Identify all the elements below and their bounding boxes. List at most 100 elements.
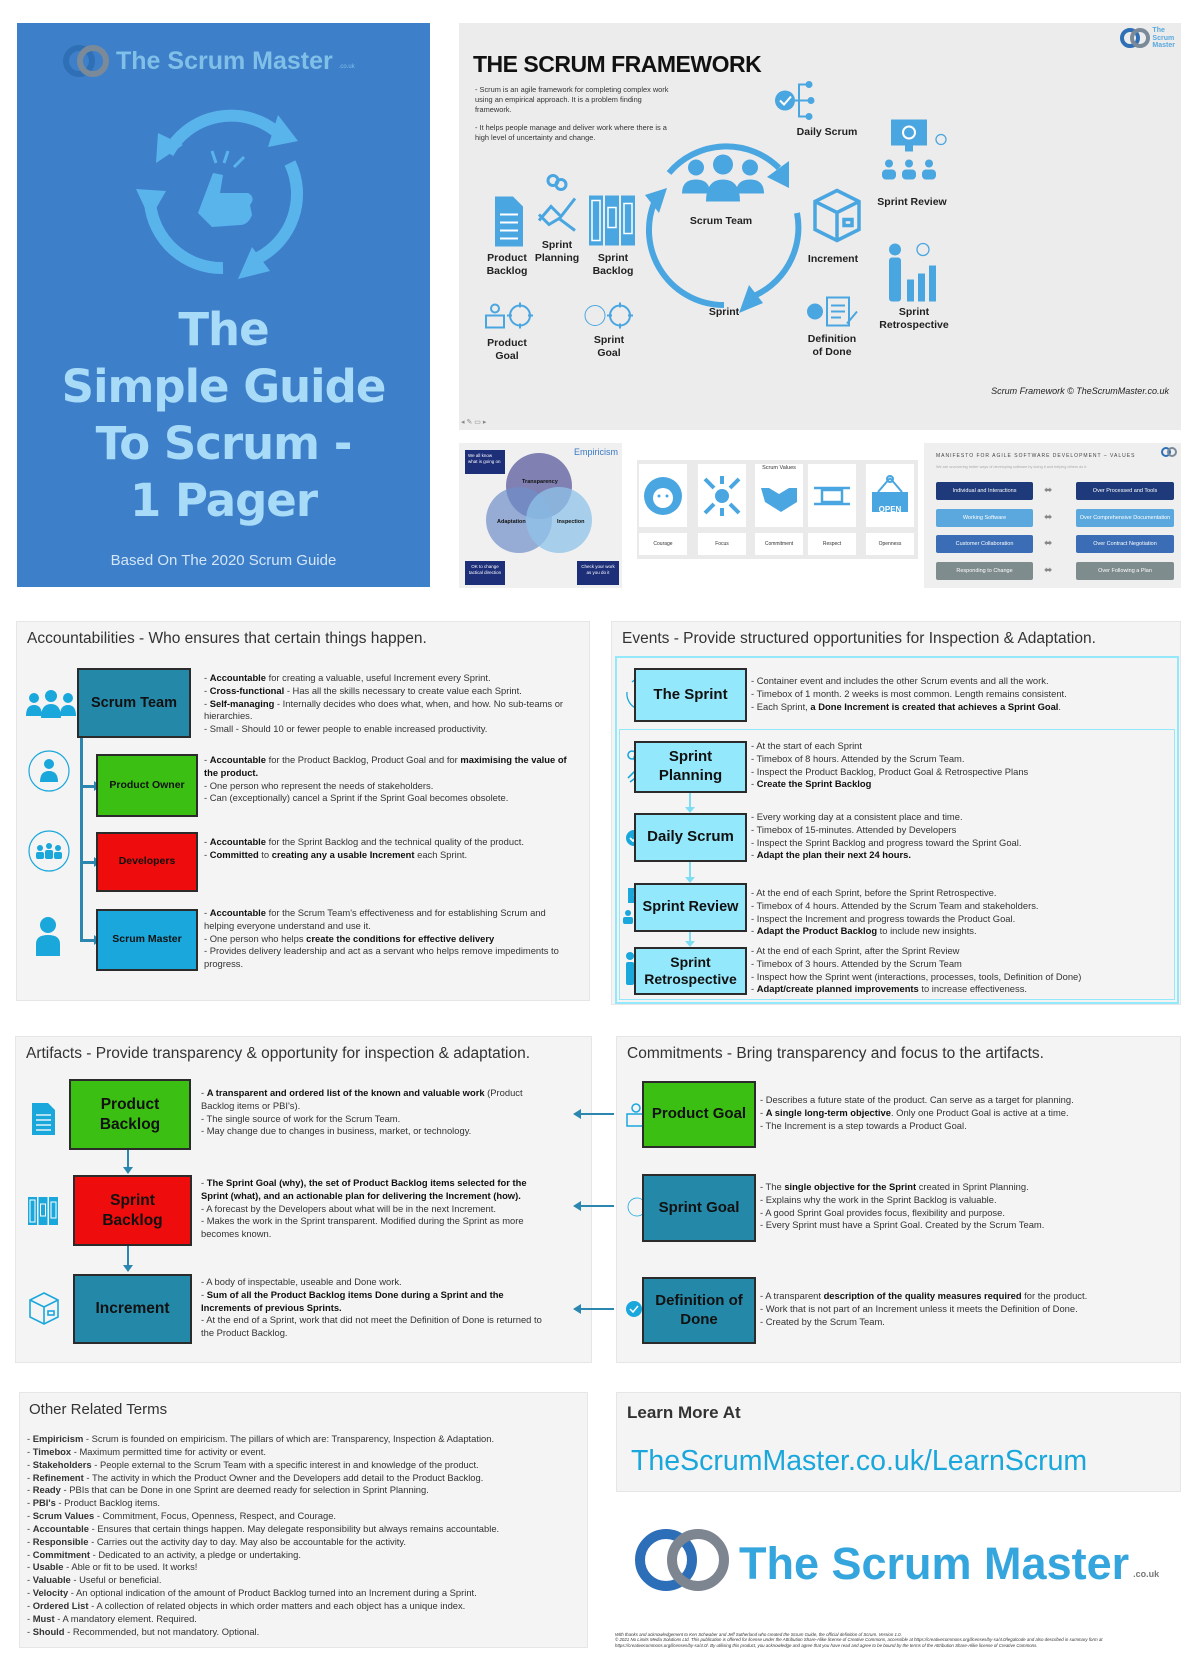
- manifesto-left-working-software: Working Software: [936, 508, 1033, 527]
- bullet-line: - Accountable for the Product Backlog, P…: [204, 754, 576, 780]
- text-segment: - A good Sprint Goal provides focus, fle…: [760, 1206, 1005, 1218]
- flow-arrow: [689, 793, 691, 808]
- connector-sprint-goal: [580, 1205, 614, 1207]
- text-segment: -: [204, 754, 210, 765]
- bold-text: Accountable: [209, 836, 266, 847]
- bullet-line: - Small - Should 10 or fewer people to e…: [204, 723, 576, 736]
- term-name: Refinement: [32, 1471, 84, 1483]
- box-scrum-master[interactable]: Scrum Master: [96, 909, 198, 971]
- term-dash: -: [27, 1535, 33, 1547]
- term-name: Velocity: [32, 1587, 69, 1599]
- note-transparency: We all know what is going on: [465, 450, 505, 474]
- double-arrow-icon: ⬌: [1044, 538, 1053, 549]
- box-sprint-review[interactable]: Sprint Review: [634, 883, 747, 932]
- term-sep: -: [89, 1522, 98, 1534]
- text-segment: . Only one Product Goal is active at a t…: [890, 1106, 1069, 1118]
- venn-transparency: Transparency: [522, 479, 558, 485]
- box-definition-of-done[interactable]: Definition of Done: [642, 1277, 756, 1344]
- text-segment: for the Sprint Backlog and the technical…: [266, 836, 524, 847]
- term-definition: Carries out the activity day to day. May…: [96, 1535, 407, 1547]
- term-dash: -: [27, 1471, 33, 1483]
- bullet-line: - Every Sprint must have a Sprint Goal. …: [760, 1219, 1175, 1232]
- term-definition: A mandatory element. Required.: [62, 1612, 197, 1624]
- product-goal-icon: [483, 302, 533, 335]
- box-product-backlog[interactable]: Product Backlog: [69, 1079, 191, 1150]
- bullet-line: - Provides delivery leadership and act a…: [204, 945, 576, 971]
- text-segment: to increase effectiveness.: [918, 983, 1027, 995]
- text-segment: - The: [760, 1181, 785, 1192]
- text-segment: - Timebox of 3 hours. Attended by the Sc…: [751, 957, 962, 969]
- text-segment: -: [201, 1288, 207, 1300]
- text-segment: -: [204, 907, 210, 918]
- term-item: - Commitment - Dedicated to an activity,…: [27, 1549, 582, 1562]
- text-segment: - Inspect how the Sprint went (interacti…: [751, 970, 1082, 982]
- venn-inspection: Inspection: [557, 519, 585, 525]
- text-segment: -: [201, 1177, 207, 1188]
- bullet-line: - Accountable for the Scrum Team's effec…: [204, 907, 576, 933]
- box-daily-scrum[interactable]: Daily Scrum: [634, 813, 747, 862]
- term-dash: -: [27, 1497, 33, 1509]
- box-sprint-backlog[interactable]: Sprint Backlog: [73, 1175, 192, 1246]
- bullet-line: - At the start of each Sprint: [751, 740, 1176, 753]
- manifesto-right-over-contract-negotiation: Over Contract Negotiation: [1076, 535, 1174, 553]
- double-arrow-icon: ⬌: [1044, 564, 1053, 576]
- term-item: - Should - Recommended, but not mandator…: [27, 1626, 582, 1639]
- cover-panel: The Scrum Master .co.uk The Simple Guide…: [17, 23, 430, 587]
- term-item: - Ready - PBIs that can be Done in one S…: [27, 1484, 582, 1497]
- box-sprint-retrospective[interactable]: Sprint Retrospective: [634, 947, 747, 995]
- label-scrum-team: Scrum Team: [689, 215, 753, 227]
- text-segment: .: [1058, 700, 1062, 712]
- text-segment: - At the end of a Sprint, work that did …: [201, 1314, 542, 1339]
- bold-text: A single long-term objective: [765, 1106, 891, 1118]
- bullet-line: - Self-managing - Internally decides who…: [204, 698, 576, 724]
- open-sign-text: OPEN: [878, 505, 902, 514]
- term-sep: -: [70, 1574, 80, 1586]
- cover-subtitle: Based On The 2020 Scrum Guide: [110, 552, 337, 569]
- bullet-line: - Timebox of 4 hours. Attended by the Sc…: [751, 900, 1176, 913]
- artifacts-section: Artifacts - Provide transparency & oppor…: [15, 1036, 592, 1363]
- sprint-retrospective-icon: [885, 238, 941, 309]
- box-developers[interactable]: Developers: [96, 832, 198, 892]
- bold-text: Accountable: [209, 754, 266, 765]
- bullet-line: - Can (exceptionally) cancel a Sprint if…: [204, 792, 576, 805]
- description-increment: - A body of inspectable, useable and Don…: [201, 1276, 551, 1340]
- text-segment: - Created by the Scrum Team.: [760, 1315, 885, 1327]
- term-sep: -: [91, 1458, 100, 1470]
- text-segment: for the Product Backlog, Product Goal an…: [266, 754, 461, 765]
- box-the-sprint[interactable]: The Sprint: [634, 668, 747, 722]
- term-sep: -: [64, 1625, 73, 1637]
- framework-desc-line: - It helps people manage and deliver wor…: [475, 123, 667, 142]
- cover-title-line: To Scrum -: [95, 417, 353, 470]
- text-segment: (Product Backlog items or PBI's).: [201, 1087, 523, 1111]
- term-item: - Usable - Able or fit to be used. It wo…: [27, 1561, 582, 1574]
- description-product-goal: - Describes a future state of the produc…: [760, 1094, 1175, 1132]
- term-name: Ordered List: [32, 1599, 89, 1611]
- box-increment[interactable]: Increment: [73, 1274, 192, 1344]
- bullet-line: - The single source of work for the Scru…: [201, 1113, 551, 1126]
- box-product-owner[interactable]: Product Owner: [96, 754, 198, 817]
- text-segment: created in Sprint Planning.: [916, 1181, 1029, 1192]
- increment-icon: [812, 188, 862, 249]
- learn-more-link[interactable]: TheScrumMaster.co.uk/LearnScrum: [631, 1445, 1088, 1477]
- manifesto-right-over-following-a-plan: Over Following a Plan: [1076, 561, 1174, 580]
- agile-cycle-hand-icon: [136, 109, 303, 279]
- term-sep: -: [94, 1510, 103, 1522]
- label-sprint-planning: Sprint Planning: [534, 239, 580, 264]
- text-segment: -: [204, 697, 210, 709]
- box-scrum-team[interactable]: Scrum Team: [77, 668, 191, 738]
- logo-line: Master: [1152, 42, 1175, 49]
- text-segment: - A body of inspectable, useable and Don…: [201, 1276, 402, 1287]
- term-item: - Scrum Values - Commitment, Focus, Open…: [27, 1510, 582, 1523]
- bold-text: create the conditions for effective deli…: [306, 932, 495, 944]
- connector-arrowhead: [573, 1304, 581, 1314]
- box-sprint-goal[interactable]: Sprint Goal: [642, 1174, 756, 1242]
- box-product-goal[interactable]: Product Goal: [642, 1081, 756, 1148]
- label-product-backlog: Product Backlog: [486, 252, 528, 277]
- logo-line: Scrum: [1152, 34, 1175, 42]
- slide-nav-controls[interactable]: ◂ ✎ ▭ ▸: [461, 419, 487, 426]
- description-product-owner: - Accountable for the Product Backlog, P…: [204, 754, 576, 805]
- bullet-line: - Every working day at a consistent plac…: [751, 811, 1176, 824]
- box-sprint-planning[interactable]: Sprint Planning: [634, 741, 747, 793]
- term-sep: -: [60, 1484, 70, 1496]
